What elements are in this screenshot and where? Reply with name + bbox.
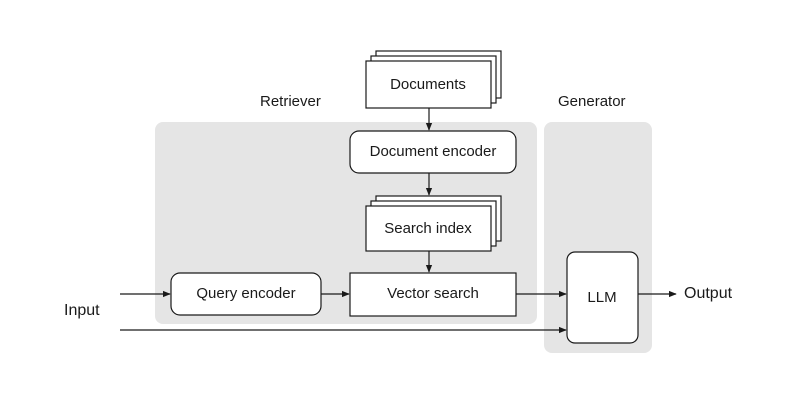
llm-label: LLM xyxy=(587,289,617,306)
documents-stack xyxy=(365,50,502,109)
retriever-label: Retriever xyxy=(260,93,321,110)
generator-label: Generator xyxy=(558,93,626,110)
search-index-stack xyxy=(365,195,502,252)
document-encoder-label: Document encoder xyxy=(369,143,497,160)
query-encoder-label: Query encoder xyxy=(196,285,296,302)
input-label: Input xyxy=(64,302,100,319)
llm-box xyxy=(566,251,639,344)
vector-search-label: Vector search xyxy=(387,285,479,302)
output-label: Output xyxy=(684,285,733,302)
search-index-label: Search index xyxy=(384,220,472,237)
document-encoder-box xyxy=(349,130,517,174)
documents-label: Documents xyxy=(390,76,466,93)
